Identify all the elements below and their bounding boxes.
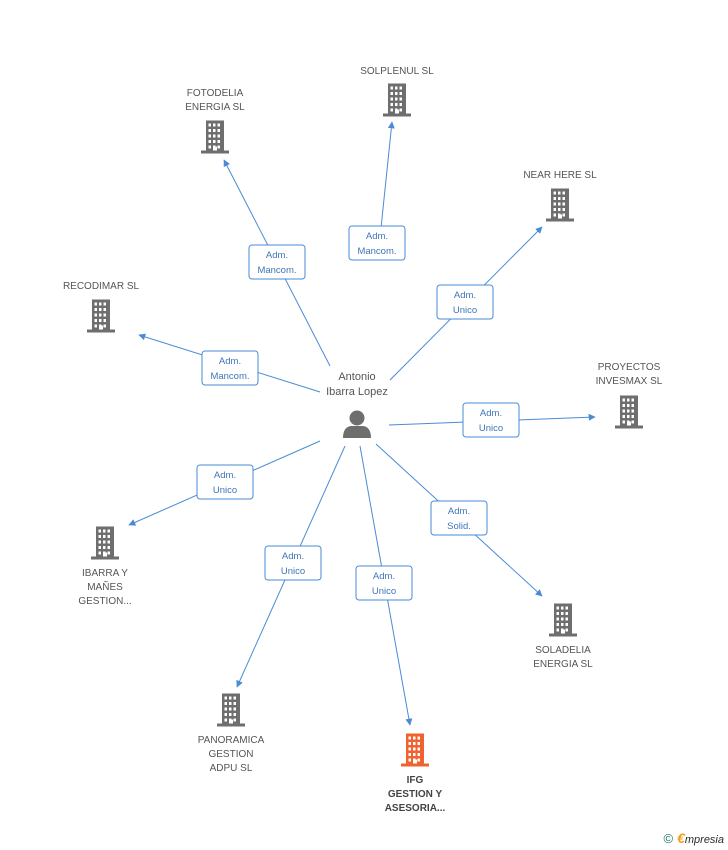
company-label-line: IFG [407,775,424,786]
company-node-proyectos-invesmax[interactable]: PROYECTOS INVESMAX SL [596,362,663,429]
company-node-soladelia[interactable]: SOLADELIA ENERGIA SL [533,603,593,671]
company-label-line: ADPU SL [210,763,253,774]
role-text: Mancom. [210,371,249,382]
role-text: Mancom. [257,265,296,276]
edges-layer: Adm.Mancom.Adm.Mancom.Adm.UnicoAdm.Manco… [128,121,596,726]
company-label-line: RECODIMAR SL [63,281,140,292]
role-text: Mancom. [357,246,396,257]
role-badge-soladelia[interactable]: Adm. Solid. [430,500,488,536]
building-icon [201,120,229,154]
company-node-recodimar[interactable]: RECODIMAR SL [63,281,140,333]
company-label-line: GESTION [208,749,253,760]
company-label-line: SOLADELIA [535,645,591,656]
role-text: Unico [281,566,305,577]
company-label-line: GESTION... [78,596,131,607]
role-text: Unico [479,423,503,434]
building-icon [217,693,245,727]
role-badge-fotodelia[interactable]: Adm. Mancom. [248,244,306,280]
company-label-line: NEAR HERE SL [523,170,597,181]
company-node-fotodelia[interactable]: FOTODELIA ENERGIA SL [185,88,245,154]
company-label-line: MAÑES [87,580,123,593]
role-text: Adm. [448,506,470,517]
company-label-line: PROYECTOS [598,362,661,373]
person-name-line-1: Antonio [338,371,375,383]
building-icon [546,188,574,222]
building-icon [615,395,643,429]
company-label-line: INVESMAX SL [596,376,663,387]
person-icon [343,410,371,438]
role-badge-solplenul[interactable]: Adm. Mancom. [348,225,406,261]
building-icon [91,526,119,560]
footer-brand: ©€mpresia [663,830,724,846]
building-icon [401,733,429,767]
copyright-symbol: © [663,831,674,846]
role-text: Unico [372,586,396,597]
building-icon [383,83,411,117]
company-label-line: ASESORIA... [385,803,446,814]
company-label-line: ENERGIA SL [533,659,593,670]
company-label-line: IBARRA Y [82,568,128,579]
role-badge-ifg[interactable]: Adm. Unico [355,565,413,601]
role-text: Adm. [282,551,304,562]
nodes-layer: SOLPLENUL SL FOTODELIA ENERGIA SL NEAR HERE… [63,66,663,814]
role-badge-proyectos-invesmax[interactable]: Adm. Unico [462,402,520,438]
role-badge-ibarra-y-manes[interactable]: Adm. Unico [196,464,254,500]
role-text: Adm. [373,571,395,582]
brand-logo-initial: € [677,830,685,846]
role-badge-panoramica[interactable]: Adm. Unico [264,545,322,581]
company-label-line: GESTION Y [388,789,443,800]
company-label-line: SOLPLENUL SL [360,66,434,77]
company-node-near-here[interactable]: NEAR HERE SL [523,170,597,222]
role-text: Adm. [219,356,241,367]
role-text: Adm. [480,408,502,419]
role-text: Adm. [454,290,476,301]
role-badge-near-here[interactable]: Adm. Unico [436,284,494,320]
company-label-line: PANORAMICA [198,735,265,746]
role-badge-recodimar[interactable]: Adm. Mancom. [201,350,259,386]
role-text: Adm. [266,250,288,261]
company-node-ifg[interactable]: IFG GESTION Y ASESORIA... [385,733,446,815]
role-text: Adm. [366,231,388,242]
brand-name: mpresia [684,834,724,846]
company-node-solplenul[interactable]: SOLPLENUL SL [360,66,434,117]
person-node[interactable]: Antonio Ibarra Lopez [326,371,388,438]
building-icon [549,603,577,637]
role-text: Solid. [447,521,471,532]
person-name-line-2: Ibarra Lopez [326,386,388,398]
building-icon [87,299,115,333]
role-text: Unico [213,485,237,496]
edge-solplenul [380,121,395,229]
role-text: Adm. [214,470,236,481]
company-label-line: FOTODELIA [187,88,244,99]
company-label-line: ENERGIA SL [185,102,245,113]
company-node-panoramica[interactable]: PANORAMICA GESTION ADPU SL [198,693,265,775]
role-text: Unico [453,305,477,316]
